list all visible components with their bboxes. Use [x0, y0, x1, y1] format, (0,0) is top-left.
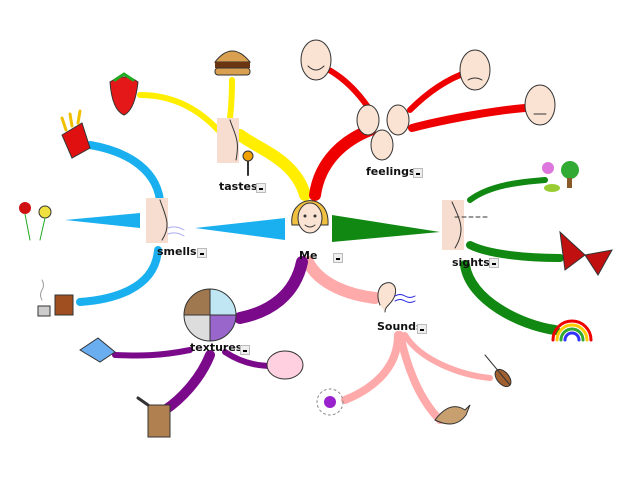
butterfly-icon [559, 230, 613, 276]
branch-sights-flower [467, 177, 548, 203]
teapot-icon [37, 279, 74, 317]
branch-smells-fries [86, 141, 164, 204]
branch-sights-rainbow [460, 260, 560, 335]
collapse-button-sights[interactable] [489, 258, 499, 268]
collapse-button-smells[interactable] [197, 248, 207, 258]
branch-sounds [302, 256, 381, 304]
cloth-icon [79, 337, 116, 363]
happy-face-icon [300, 39, 332, 81]
cloud-icon [266, 350, 304, 380]
branch-textures [234, 256, 308, 324]
branch-label-feelings: feelings [366, 165, 416, 178]
branch-label-sounds: Sounds [377, 320, 423, 333]
feelings-faces-icon [356, 104, 410, 161]
collapse-button-tastes[interactable] [256, 183, 266, 193]
branch-sights [332, 215, 440, 242]
branch-tastes-burger [227, 77, 235, 121]
branch-label-tastes: tastes [219, 180, 258, 193]
collapse-button-feelings[interactable] [413, 168, 423, 178]
center-label: Me [299, 249, 318, 262]
flower-tree-icon [542, 161, 579, 192]
branch-label-textures: textures [190, 341, 243, 354]
branch-sounds-bell [341, 331, 402, 404]
tree-stump-icon [136, 396, 171, 438]
branch-label-smells: smells [157, 245, 197, 258]
nose-face-icon [146, 198, 185, 243]
collapse-button-me[interactable] [333, 253, 343, 263]
fries-icon [60, 109, 91, 159]
rainbow-icon [551, 319, 593, 342]
branch-sights-butterfly [466, 241, 564, 262]
violin-icon [484, 354, 512, 388]
tasting-face-icon [217, 118, 254, 176]
branch-sounds-bird [396, 331, 444, 424]
branch-feelings-face3 [408, 104, 529, 132]
branch-textures-tree [160, 350, 215, 415]
flowers-icon [19, 202, 52, 241]
branch-label-sights: sights [452, 256, 490, 269]
angry-face-icon [459, 49, 491, 91]
strawberry-icon [109, 72, 139, 116]
ear-icon [377, 282, 416, 313]
textures-circle-icon [183, 288, 237, 342]
collapse-button-textures[interactable] [240, 345, 250, 355]
branch-smells-teapot [76, 246, 162, 306]
calm-face-icon [524, 84, 556, 126]
burger-icon [213, 50, 252, 76]
collapse-button-sounds[interactable] [417, 324, 427, 334]
girl-face-icon [291, 200, 329, 234]
branch-feelings-face2 [407, 69, 471, 113]
branch-tastes-strawberry [137, 92, 221, 133]
branch-sounds-violin [402, 332, 493, 381]
branch-textures-cloth [112, 347, 193, 359]
branch-smells-flowers [65, 213, 140, 228]
bird-icon [434, 404, 471, 425]
eye-face-icon [442, 200, 491, 250]
branch-feelings [309, 124, 376, 201]
branch-tastes [234, 129, 311, 201]
branch-smells [195, 218, 285, 240]
bell-flower-icon [316, 388, 344, 416]
